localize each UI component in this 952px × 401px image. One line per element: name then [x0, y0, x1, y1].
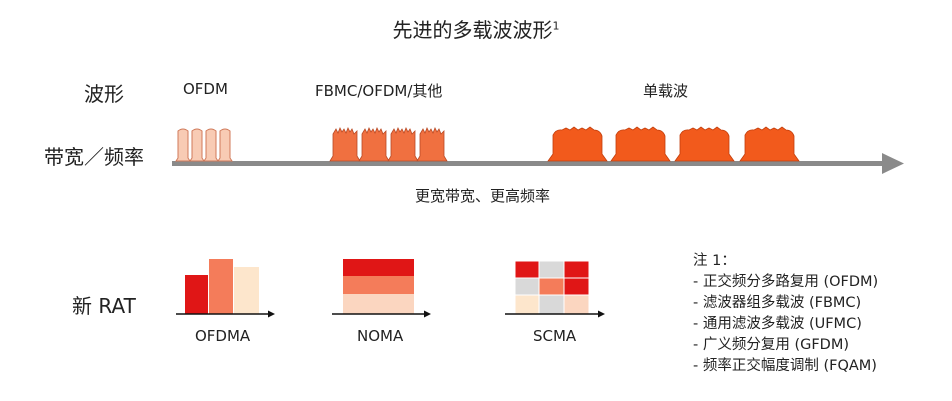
scma-cell	[563, 277, 590, 296]
footnote-item: - 通用滤波多载波 (UFMC)	[693, 316, 862, 332]
ofdm-subcarrier	[203, 128, 219, 162]
row-label-waveform: 波形	[84, 82, 124, 106]
fbmc-subband	[416, 127, 448, 162]
ofdma-bar-user2	[209, 259, 233, 314]
scma-cell	[563, 294, 590, 315]
rat-label-noma: NOMA	[357, 327, 404, 345]
footnote-heading: 注 1：	[693, 253, 736, 269]
row-label-bandwidth: 带宽／频率	[44, 145, 144, 169]
noma-layer-1	[343, 259, 414, 276]
ofdm-subcarrier	[175, 128, 191, 162]
footnote-block: 注 1： - 正交频分多路复用 (OFDM) - 滤波器组多载波 (FBMC) …	[693, 251, 878, 377]
fbmc-subband	[358, 127, 390, 162]
single-carrier-blocks	[547, 126, 800, 162]
footnote-item: - 滤波器组多载波 (FBMC)	[693, 295, 862, 311]
noma-layer-2	[343, 276, 414, 294]
axis-caption: 更宽带宽、更高频率	[415, 187, 551, 205]
diagram-title: 先进的多载波波形1	[0, 14, 952, 43]
fbmc-subband	[329, 127, 361, 162]
scma-cell	[514, 260, 540, 279]
single-carrier-block	[547, 126, 608, 162]
footnote-item: - 正交频分多路复用 (OFDM)	[693, 274, 879, 290]
scma-axis-group	[505, 310, 605, 318]
rat-label-ofdma: OFDMA	[195, 327, 251, 345]
waveform-label-fbmc: FBMC/OFDM/其他	[315, 82, 443, 100]
scma-cell	[563, 260, 590, 279]
scma-cell	[538, 260, 565, 279]
waveform-label-ofdm: OFDM	[183, 80, 228, 98]
ofdm-subcarriers	[175, 128, 233, 162]
footnote-item: - 频率正交幅度调制 (FQAM)	[693, 358, 877, 374]
title-footnote-marker: 1	[552, 19, 560, 33]
scma-chart	[514, 260, 590, 315]
fbmc-subband	[387, 127, 419, 162]
single-carrier-block	[739, 126, 800, 162]
noma-layer-3	[343, 294, 414, 314]
ofdma-bar-user1	[185, 275, 208, 314]
title-text: 先进的多载波波形	[392, 18, 553, 42]
noma-chart	[332, 259, 431, 318]
waveform-label-single-carrier: 单载波	[643, 82, 689, 100]
scma-cell	[538, 294, 565, 315]
row-label-new-rat: 新 RAT	[72, 294, 136, 318]
single-carrier-block	[674, 126, 735, 162]
fbmc-subbands	[329, 127, 448, 162]
ofdma-chart	[176, 259, 275, 318]
footnote-item: - 广义频分复用 (GFDM)	[693, 337, 850, 353]
scma-cell	[514, 294, 540, 315]
rat-label-scma: SCMA	[533, 327, 577, 345]
ofdma-bar-user3	[234, 267, 259, 314]
frequency-axis	[172, 153, 904, 174]
single-carrier-block	[610, 126, 671, 162]
scma-cell	[514, 277, 540, 296]
ofdm-subcarrier	[217, 128, 233, 162]
ofdm-subcarrier	[189, 128, 205, 162]
scma-cell	[538, 277, 565, 296]
